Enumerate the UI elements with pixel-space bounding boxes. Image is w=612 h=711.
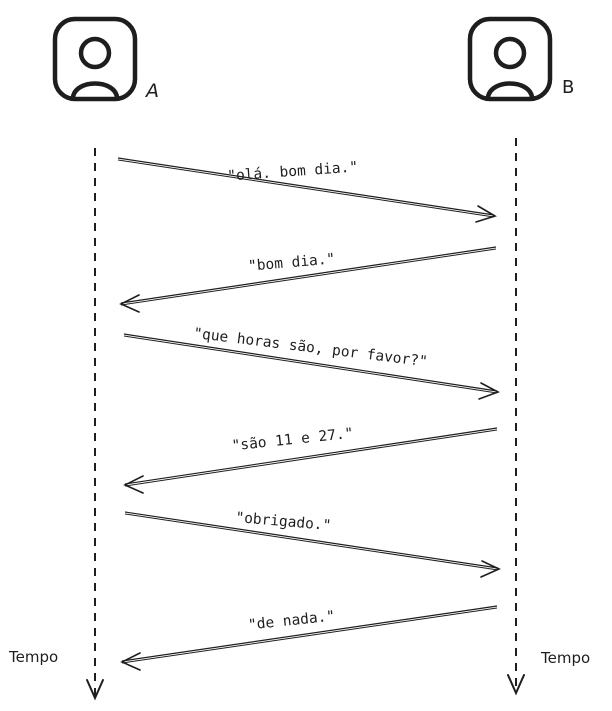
time-label-right: Tempo bbox=[540, 649, 590, 667]
time-label-left: Tempo bbox=[8, 648, 58, 666]
message-label: "que horas são, por favor?" bbox=[193, 326, 429, 371]
message-arrow: "olá. bom dia." bbox=[117, 157, 497, 223]
message-label: "olá. bom dia." bbox=[227, 159, 359, 184]
message-arrow: "obrigado." bbox=[124, 510, 501, 578]
message-arrow: "de nada." bbox=[120, 605, 498, 671]
lifeline-a-arrowhead-icon bbox=[86, 679, 104, 701]
message-arrow: "bom dia." bbox=[119, 246, 497, 313]
participant-b-label: B bbox=[562, 77, 574, 98]
lifeline-a bbox=[86, 148, 104, 701]
message-arrow: "são 11 e 27." bbox=[123, 426, 498, 494]
participant-b-avatar-icon bbox=[467, 16, 553, 102]
participant-a-avatar-icon bbox=[52, 16, 138, 102]
message-label: "bom dia." bbox=[247, 251, 335, 275]
message-label: "são 11 e 27." bbox=[231, 426, 354, 455]
participant-a-label: A bbox=[144, 80, 159, 102]
message-arrow: "que horas são, por favor?" bbox=[123, 326, 500, 400]
lifeline-b bbox=[507, 138, 525, 696]
lifeline-b-arrowhead-icon bbox=[507, 674, 525, 696]
message-label: "de nada." bbox=[247, 609, 336, 634]
